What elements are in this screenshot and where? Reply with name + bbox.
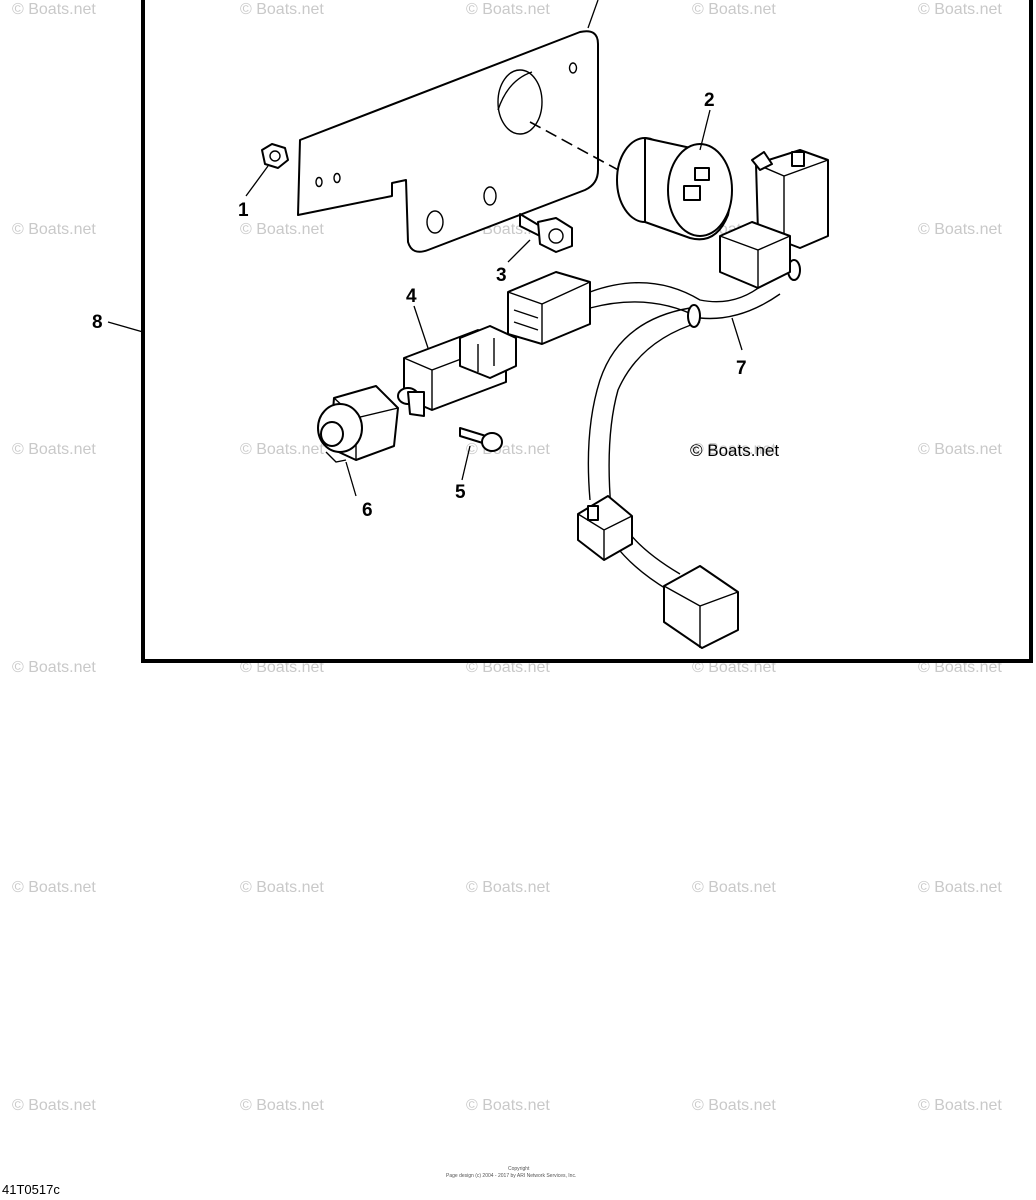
- watermark: © Boats.net: [240, 1097, 324, 1114]
- callout-3: 3: [496, 265, 507, 286]
- callout-leader: [699, 109, 711, 151]
- watermark: © Boats.net: [692, 659, 776, 676]
- wiring-harness: [507, 149, 829, 649]
- watermark: © Boats.net: [466, 441, 550, 458]
- callout-leader: [461, 445, 471, 481]
- bracket-leader: [587, 0, 599, 29]
- callout-7: 7: [736, 358, 747, 379]
- watermark: © Boats.net: [918, 1097, 1002, 1114]
- watermark: © Boats.net: [12, 221, 96, 238]
- callout-leader: [245, 165, 269, 197]
- watermark: © Boats.net: [918, 221, 1002, 238]
- callout-8: 8: [92, 312, 103, 333]
- watermark: © Boats.net: [240, 879, 324, 896]
- copyright-label: © Boats.net: [690, 441, 779, 460]
- callout-leader: [731, 317, 743, 351]
- bolt: [519, 213, 573, 253]
- watermark: © Boats.net: [240, 1, 324, 18]
- switch-body: [397, 325, 517, 417]
- callout-leader: [107, 321, 144, 333]
- watermark: © Boats.net: [12, 659, 96, 676]
- copyright-word: Copyright: [508, 1166, 530, 1172]
- watermark: © Boats.net: [918, 659, 1002, 676]
- mounting-bracket: [297, 30, 623, 253]
- watermark: © Boats.net: [692, 441, 776, 458]
- watermark: © Boats.net: [466, 659, 550, 676]
- callout-5: 5: [455, 482, 466, 503]
- watermark: © Boats.net: [12, 1097, 96, 1114]
- watermark: © Boats.net: [918, 879, 1002, 896]
- watermark: © Boats.net: [466, 1, 550, 18]
- callout-leader: [413, 305, 429, 349]
- callout-2: 2: [704, 90, 715, 111]
- callout-1: 1: [238, 200, 249, 221]
- watermark: © Boats.net: [692, 879, 776, 896]
- watermark: © Boats.net: [918, 441, 1002, 458]
- screw: [459, 427, 503, 452]
- round-switch: [616, 137, 733, 241]
- watermark: © Boats.net: [466, 1097, 550, 1114]
- callout-4: 4: [406, 286, 417, 307]
- watermark: © Boats.net: [692, 1097, 776, 1114]
- push-button: [317, 385, 399, 463]
- watermark: © Boats.net: [240, 221, 324, 238]
- copyright-fine: Page design (c) 2004 - 2017 by ARI Netwo…: [446, 1173, 576, 1179]
- watermark: © Boats.net: [12, 879, 96, 896]
- watermark: © Boats.net: [692, 1, 776, 18]
- callout-6: 6: [362, 500, 373, 521]
- callout-leader: [345, 461, 357, 497]
- watermark: © Boats.net: [12, 441, 96, 458]
- callout-leader: [507, 239, 531, 263]
- nut: [261, 143, 289, 169]
- assembly-frame: [141, 0, 1033, 663]
- watermark: © Boats.net: [466, 879, 550, 896]
- watermark: © Boats.net: [240, 659, 324, 676]
- watermark: © Boats.net: [12, 1, 96, 18]
- watermark: © Boats.net: [918, 1, 1002, 18]
- figure-code: 41T0517c: [2, 1182, 60, 1197]
- watermark: © Boats.net: [240, 441, 324, 458]
